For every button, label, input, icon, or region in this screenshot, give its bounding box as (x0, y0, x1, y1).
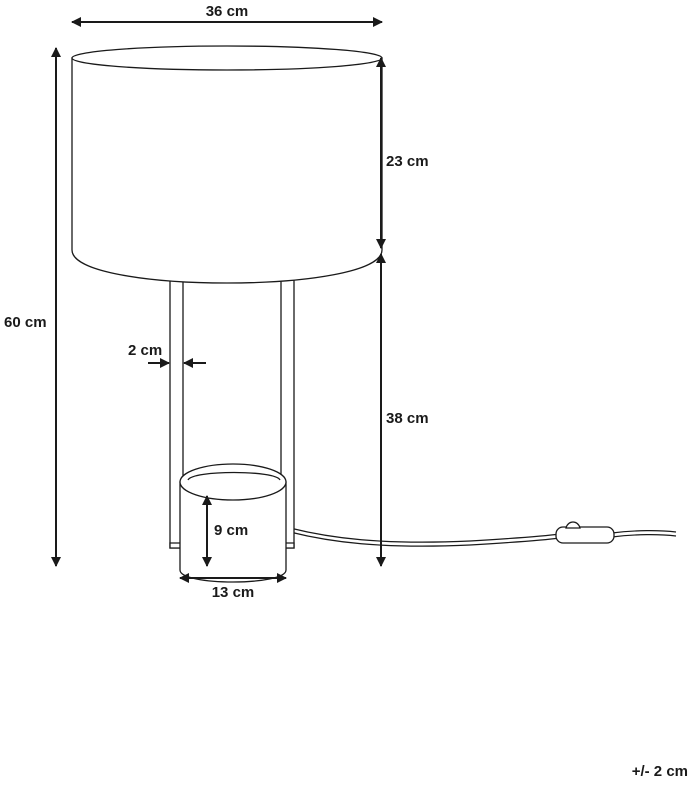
shade-height-label: 23 cm (386, 153, 429, 170)
cord-switch-icon (555, 521, 615, 544)
leg-width-label: 2 cm (128, 342, 162, 359)
base-height-label: 9 cm (214, 522, 248, 539)
base-to-shade-height-label: 38 cm (386, 410, 429, 427)
lamp-shade (71, 45, 383, 284)
power-cord (289, 521, 677, 547)
total-height-label: 60 cm (4, 314, 47, 331)
base-width-label: 13 cm (212, 584, 255, 601)
tolerance-note: +/- 2 cm (631, 763, 688, 780)
shade-width-label: 36 cm (206, 3, 249, 20)
